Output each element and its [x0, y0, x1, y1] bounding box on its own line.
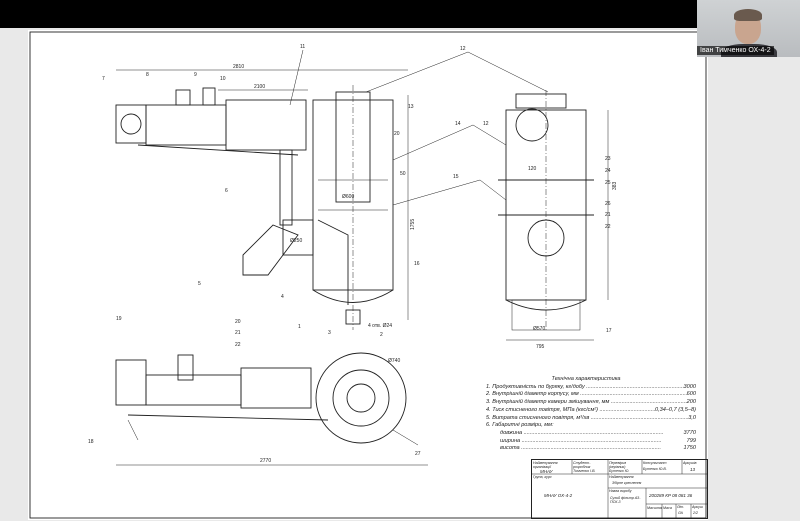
dim-d250: Ø250	[290, 238, 302, 244]
callout-10: 10	[220, 76, 226, 82]
sheets: 13	[690, 467, 696, 472]
tech-row: 2. Внутрішній діаметр корпусу, мм600	[486, 391, 696, 399]
callout-20: 20	[235, 319, 241, 325]
callout-6: 6	[225, 188, 228, 194]
callout-8: 8	[146, 72, 149, 78]
dim-2810: 2810	[233, 64, 244, 70]
product: Сухий фільтр АЗ-ПСК-3	[610, 496, 641, 504]
sheet-number: 2/2	[693, 511, 698, 515]
title-block: Найменування організації МНАУ Студент-ро…	[531, 459, 708, 519]
consult-label: Консультант	[643, 461, 667, 465]
dim-120: 120	[528, 166, 537, 172]
dim-d570: Ø570	[533, 326, 545, 332]
product-label: Назва виробу	[609, 489, 632, 493]
callout-22: 22	[235, 342, 241, 348]
dim-12: 12	[483, 121, 489, 127]
participant-hair	[734, 9, 762, 21]
tech-row: 5. Витрата стисненого повітря, м³/хв3,0	[486, 415, 696, 423]
top-black-bar	[0, 0, 800, 28]
tech-row: 4. Тиск стисненого повітря, МПа (кгс/см²…	[486, 407, 696, 415]
sheet-label: Аркуш	[692, 505, 703, 509]
dim-2100: 2100	[254, 84, 265, 90]
tech-row: 1. Продуктивність по буряку, кг/добу3000	[486, 384, 696, 392]
dim-383: 383	[612, 181, 618, 190]
participant-name: Іван Тимченко ОХ-4-2	[697, 46, 774, 55]
callout-5: 5	[198, 281, 201, 287]
callout-9: 9	[194, 72, 197, 78]
plan-view	[115, 352, 428, 466]
student-label: Студент-розробник	[573, 461, 591, 469]
dim-2770: 2770	[260, 458, 271, 464]
callout-17: 17	[606, 328, 612, 334]
front-view	[115, 69, 409, 330]
callout-12: 12	[460, 46, 466, 52]
callout-15: 15	[453, 174, 459, 180]
student: Тимченко І.В.	[573, 469, 596, 473]
drawing-sheet: 1 2 3 4 5 6 7 8 9 10 11 12 13 14 15 16 1…	[28, 30, 708, 520]
side-view	[498, 90, 609, 341]
callout-2: 2	[380, 332, 383, 338]
dim-795: 795	[536, 344, 545, 350]
callout-13: 13	[408, 104, 414, 110]
scale-label: Масштаб	[647, 506, 662, 510]
technical-drawing: 1 2 3 4 5 6 7 8 9 10 11 12 13 14 15 16 1…	[29, 31, 707, 519]
callout-7: 7	[102, 76, 105, 82]
mass-label: Маса	[663, 506, 672, 510]
letter-label: Літ.	[677, 505, 685, 509]
group-label: Група, курс	[533, 475, 552, 479]
dim-20: 20	[394, 131, 400, 137]
callout-11: 11	[300, 44, 305, 50]
callout-1: 1	[298, 324, 301, 330]
callout-14: 14	[455, 121, 461, 127]
callout-24: 24	[605, 168, 611, 174]
callout-25: 25	[605, 180, 611, 186]
technical-characteristics: Технічна характеристика 1. Продуктивніст…	[486, 376, 696, 453]
tech-row: 3. Внутрішній діаметр камери змішування,…	[486, 399, 696, 407]
callout-26: 26	[605, 201, 611, 207]
dim-holes: 4 отв. Ø24	[368, 323, 392, 329]
callout-labels: 1 2 3 4 5 6 7 8 9 10 11 12 13 14 15 16 1…	[88, 44, 612, 457]
title-block-grid	[532, 460, 707, 518]
leader-lines	[127, 49, 549, 446]
callout-16: 16	[414, 261, 420, 267]
callout-21-side: 21	[605, 212, 611, 218]
dim-1755: 1755	[410, 219, 416, 230]
tech-dims-title: 6. Габаритні розміри, мм:	[486, 422, 554, 429]
tech-dim-row: довжина3770	[486, 430, 696, 438]
tech-dim-row: висота1750	[486, 445, 696, 453]
doc: Збірне креслення	[612, 481, 642, 485]
group: МНАУ ОХ-4-2	[544, 493, 573, 498]
callout-19: 19	[116, 316, 122, 322]
dim-d740: Ø740	[388, 358, 400, 364]
dim-d600: Ø600	[342, 194, 354, 200]
callout-21: 21	[235, 330, 241, 336]
checked-label: Перевірив (керівник)	[609, 461, 627, 469]
letter: ЛА	[678, 511, 683, 515]
webcam-tile: Іван Тимченко ОХ-4-2	[697, 0, 800, 57]
checked: Бутенко Ю.	[609, 469, 630, 473]
sheet-frame	[29, 31, 707, 519]
org: МНАУ	[540, 469, 553, 474]
callout-4: 4	[281, 294, 284, 300]
doc-label: Найменування	[609, 475, 634, 479]
tech-title: Технічна характеристика	[551, 376, 621, 382]
consult: Бутенко Ю.В.	[643, 467, 667, 471]
dimension-labels: 2810 2100 Ø600 Ø250 1755 4 отв. Ø24 Ø570…	[233, 64, 618, 464]
callout-23: 23	[605, 156, 611, 162]
sheets-label: Аркушів	[683, 461, 697, 465]
callout-22-side: 22	[605, 224, 611, 230]
callout-27: 27	[415, 451, 421, 457]
document-code: 200289 КР 08 081 36	[649, 493, 693, 498]
callout-3: 3	[328, 330, 331, 336]
callout-18: 18	[88, 439, 94, 445]
tech-dim-row: ширина799	[486, 438, 696, 446]
org-label: Найменування організації	[533, 461, 558, 469]
dim-50: 50	[400, 171, 406, 177]
